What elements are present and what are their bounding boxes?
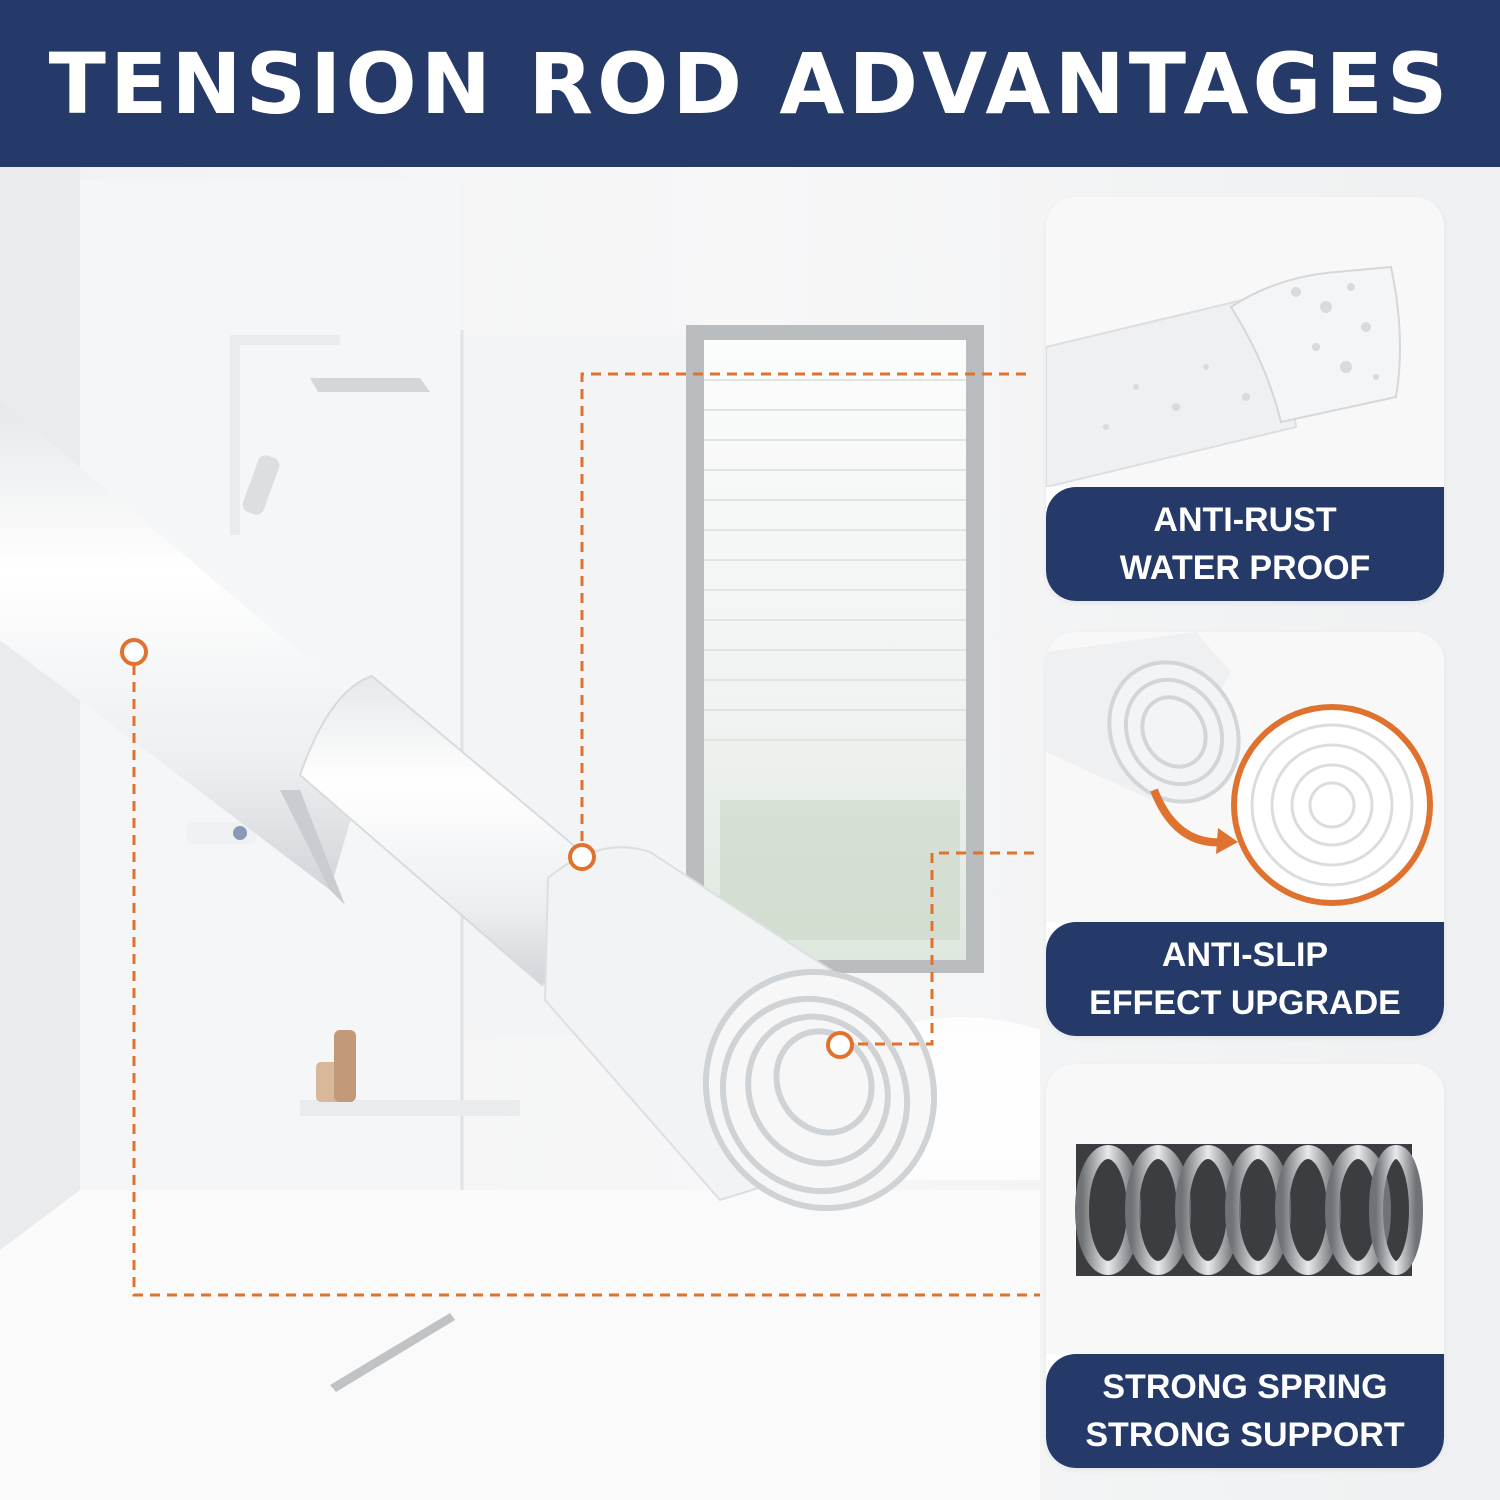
feature-line-1: ANTI-RUST [1153, 501, 1337, 539]
spring-photo [1046, 1064, 1444, 1354]
feature-label-waterproof: ANTI-RUST WATER PROOF [1046, 487, 1444, 601]
feature-card-antislip: ANTI-SLIP EFFECT UPGRADE [1046, 632, 1444, 1036]
feature-line-2: STRONG SUPPORT [1085, 1416, 1405, 1454]
feature-line-2: EFFECT UPGRADE [1089, 984, 1401, 1022]
callout-line-waterproof [580, 372, 1026, 845]
rod-joint-ring [280, 790, 345, 905]
feature-card-spring: STRONG SPRING STRONG SUPPORT [1046, 1064, 1444, 1468]
callout-dot-waterproof [568, 843, 596, 871]
shelf [300, 1030, 520, 1116]
feature-label-antislip: ANTI-SLIP EFFECT UPGRADE [1046, 922, 1444, 1036]
floor [0, 1190, 1040, 1500]
feature-card-waterproof: ANTI-RUST WATER PROOF [1046, 197, 1444, 601]
feature-line-2: WATER PROOF [1119, 549, 1371, 587]
callout-dot-spring [120, 638, 148, 666]
shower-head [230, 335, 430, 535]
feature-line-1: ANTI-SLIP [1161, 936, 1329, 974]
callout-dots [120, 638, 854, 1059]
title-banner: TENSION ROD ADVANTAGES [0, 0, 1500, 167]
rod-outer-tube [0, 400, 380, 890]
callout-line-spring [132, 665, 1040, 1297]
waterproof-rod-photo [1046, 197, 1444, 487]
callout-line-antislip [852, 851, 1034, 1046]
feature-line-1: STRONG SPRING [1102, 1368, 1388, 1406]
page-title: TENSION ROD ADVANTAGES [48, 34, 1452, 133]
tension-rod [0, 400, 938, 1212]
feature-label-spring: STRONG SPRING STRONG SUPPORT [1046, 1354, 1444, 1468]
callout-dot-antislip [826, 1031, 854, 1059]
callout-lines [132, 372, 1040, 1297]
antislip-end-photo [1046, 632, 1444, 922]
spring-coils [1075, 1145, 1423, 1275]
shower-valve [186, 822, 256, 844]
window [686, 325, 984, 973]
window-blinds [704, 379, 966, 741]
rubber-end-rings [702, 968, 938, 1212]
